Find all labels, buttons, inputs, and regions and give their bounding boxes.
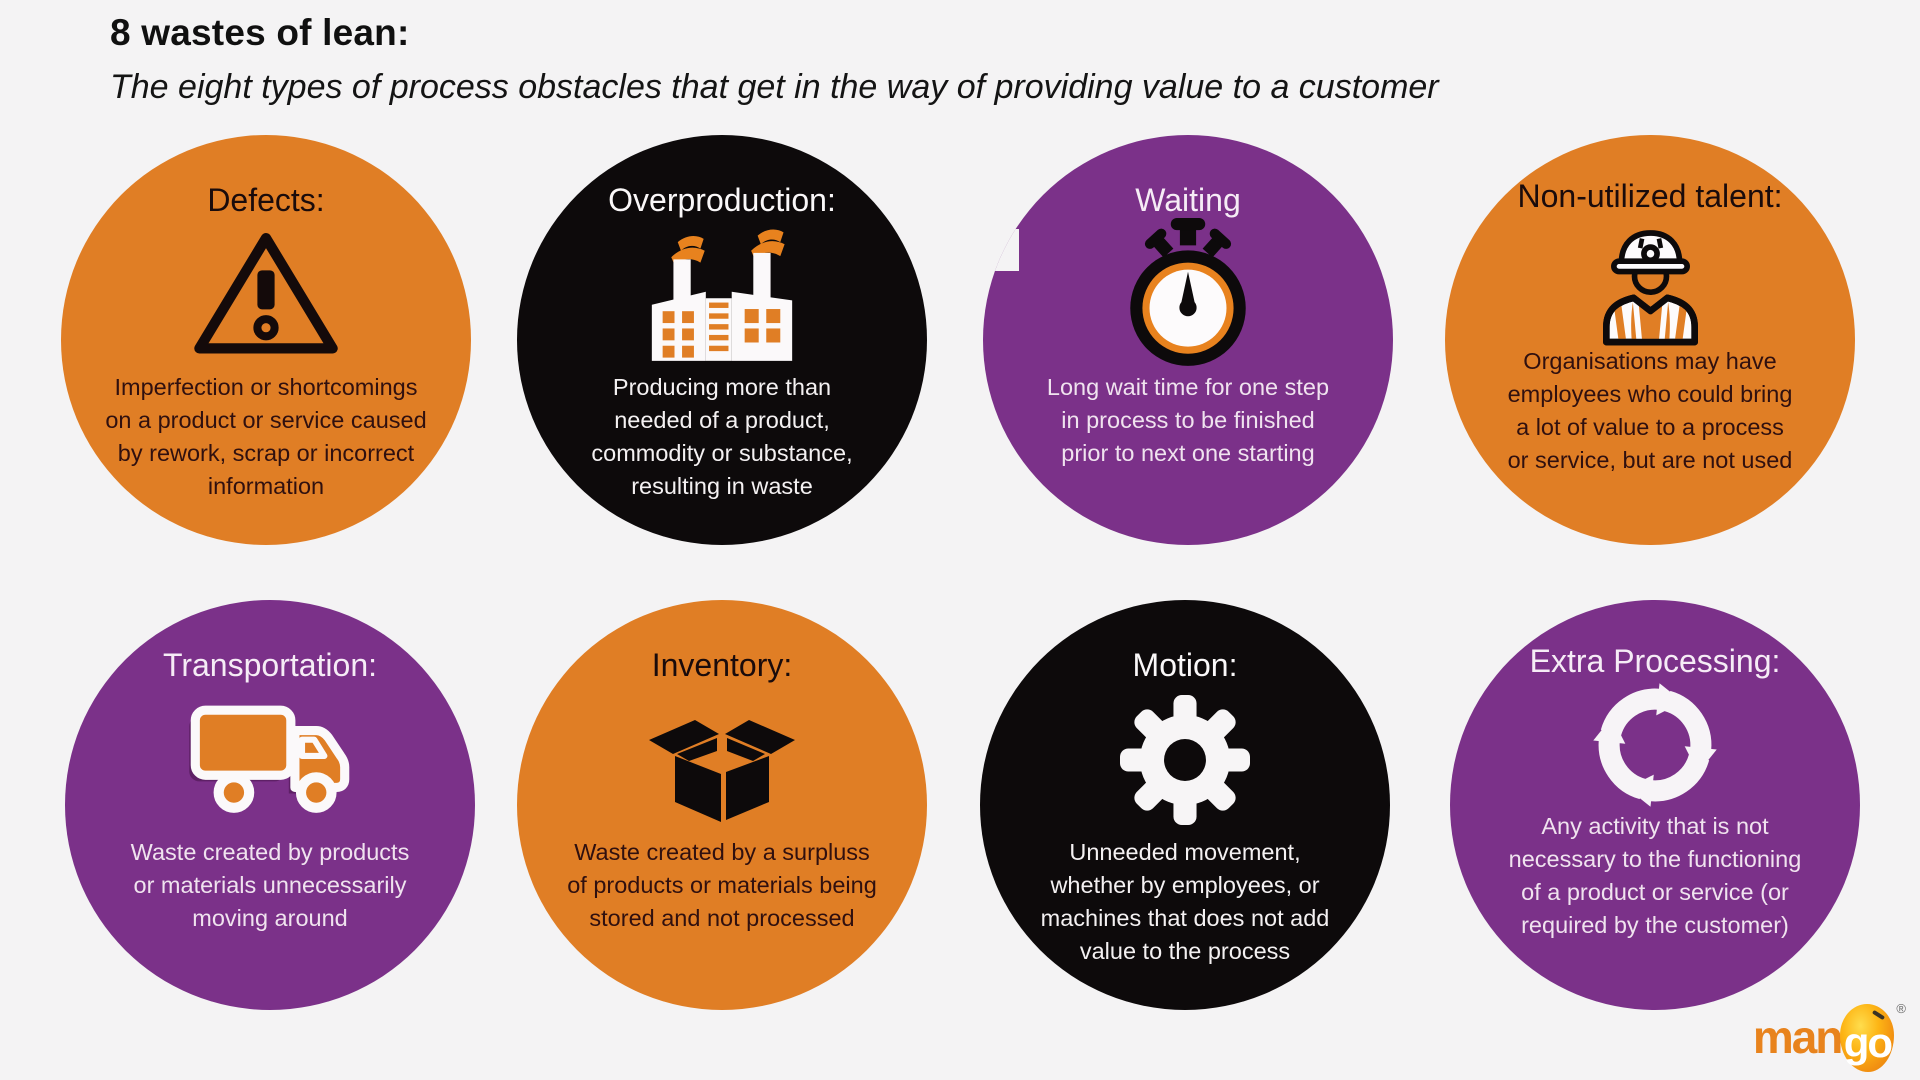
waste-circle-motion: Motion: Unneeded movement, whether by em… [980, 600, 1390, 1010]
mango-fruit-shape: go [1840, 1004, 1895, 1072]
circle-title: Defects: [207, 182, 325, 218]
registered-trademark-symbol: ® [1896, 1001, 1906, 1016]
open-box-icon [647, 684, 797, 836]
circle-description: Waste created by a surpluss of products … [567, 839, 877, 931]
waste-circle-non-utilized-talent: Non-utilized talent: Organisations may h… [1445, 135, 1855, 545]
logo-text-go: go [1843, 1019, 1893, 1066]
waste-circle-overproduction: Overproduction: [517, 135, 927, 545]
truck-icon [181, 684, 359, 836]
circle-description: Unneeded movement, whether by employees,… [1040, 839, 1330, 964]
waste-circle-inventory: Inventory: Waste created by a surpluss o… [517, 600, 927, 1010]
waste-circle-extra-processing: Extra Processing: [1450, 600, 1860, 1010]
circle-title: Overproduction: [608, 182, 836, 218]
circle-description: Imperfection or shortcomings on a produc… [105, 374, 427, 499]
circle-edge-notch [983, 229, 1019, 271]
factory-icon [641, 219, 803, 371]
header: 8 wastes of lean: The eight types of pro… [110, 12, 1439, 107]
construction-worker-icon [1580, 215, 1721, 346]
circle-title: Motion: [1132, 647, 1238, 683]
circle-description: Waste created by products or materials u… [130, 839, 410, 931]
circle-title: Extra Processing: [1529, 643, 1781, 679]
circle-description: Organisations may have employees who cou… [1507, 348, 1793, 473]
circle-description: Producing more than needed of a product,… [591, 374, 853, 499]
circle-description: Any activity that is not necessary to th… [1508, 813, 1802, 938]
cycle-arrows-icon [1588, 680, 1722, 810]
waste-circle-transportation: Transportation: Waste created by product… [65, 600, 475, 1010]
page-title: 8 wastes of lean: [110, 12, 410, 53]
warning-triangle-icon [191, 219, 341, 371]
circle-title: Inventory: [651, 647, 793, 683]
gear-icon [1120, 684, 1250, 836]
waste-circle-defects: Defects: Imperfection or shortcomings on… [61, 135, 471, 545]
circle-title: Waiting [1135, 182, 1241, 218]
page-subtitle: The eight types of process obstacles tha… [110, 68, 1439, 106]
stopwatch-icon [1112, 217, 1264, 371]
circle-title: Non-utilized talent: [1517, 178, 1783, 214]
logo-text-man: man [1752, 1011, 1844, 1063]
circle-title: Transportation: [162, 647, 378, 683]
mango-logo: man go ® [1753, 1001, 1906, 1072]
waste-circle-waiting: Waiting [983, 135, 1393, 545]
circle-description: Long wait time for one step in process t… [1046, 374, 1330, 466]
